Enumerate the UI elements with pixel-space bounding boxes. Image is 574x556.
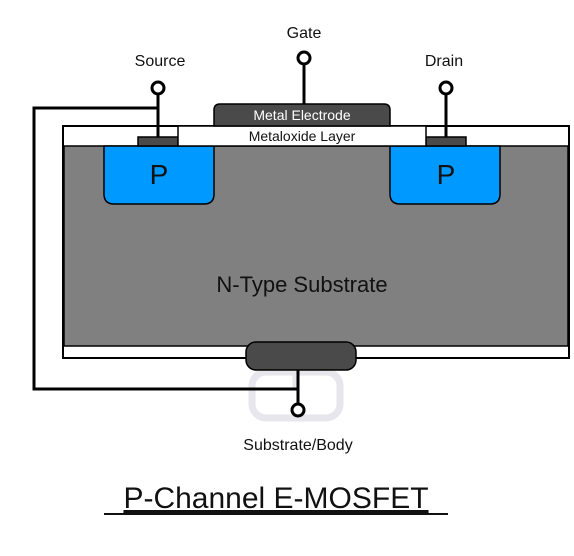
source-contact	[137, 136, 179, 147]
oxide-label: Metaloxide Layer	[249, 128, 356, 144]
source-p-region	[103, 145, 215, 205]
drain-region-label: P	[437, 159, 456, 190]
gate-terminal	[296, 50, 312, 66]
drain-terminal	[438, 80, 454, 96]
source-label: Source	[135, 53, 186, 70]
metal-electrode-label: Metal Electrode	[253, 107, 350, 123]
drain-contact	[425, 136, 467, 147]
source-region-label: P	[150, 159, 169, 190]
drain-label: Drain	[425, 53, 463, 70]
source-terminal	[150, 80, 166, 96]
body-label: Substrate/Body	[243, 437, 352, 454]
body-terminal	[290, 402, 306, 418]
metal-electrode	[213, 103, 391, 127]
body-contact	[245, 341, 357, 371]
substrate-label: N-Type Substrate	[216, 272, 387, 297]
diagram-title: P-Channel E-MOSFET	[123, 482, 428, 515]
drain-p-region	[389, 145, 501, 205]
gate-label: Gate	[287, 25, 322, 42]
source-wire	[32, 94, 298, 391]
